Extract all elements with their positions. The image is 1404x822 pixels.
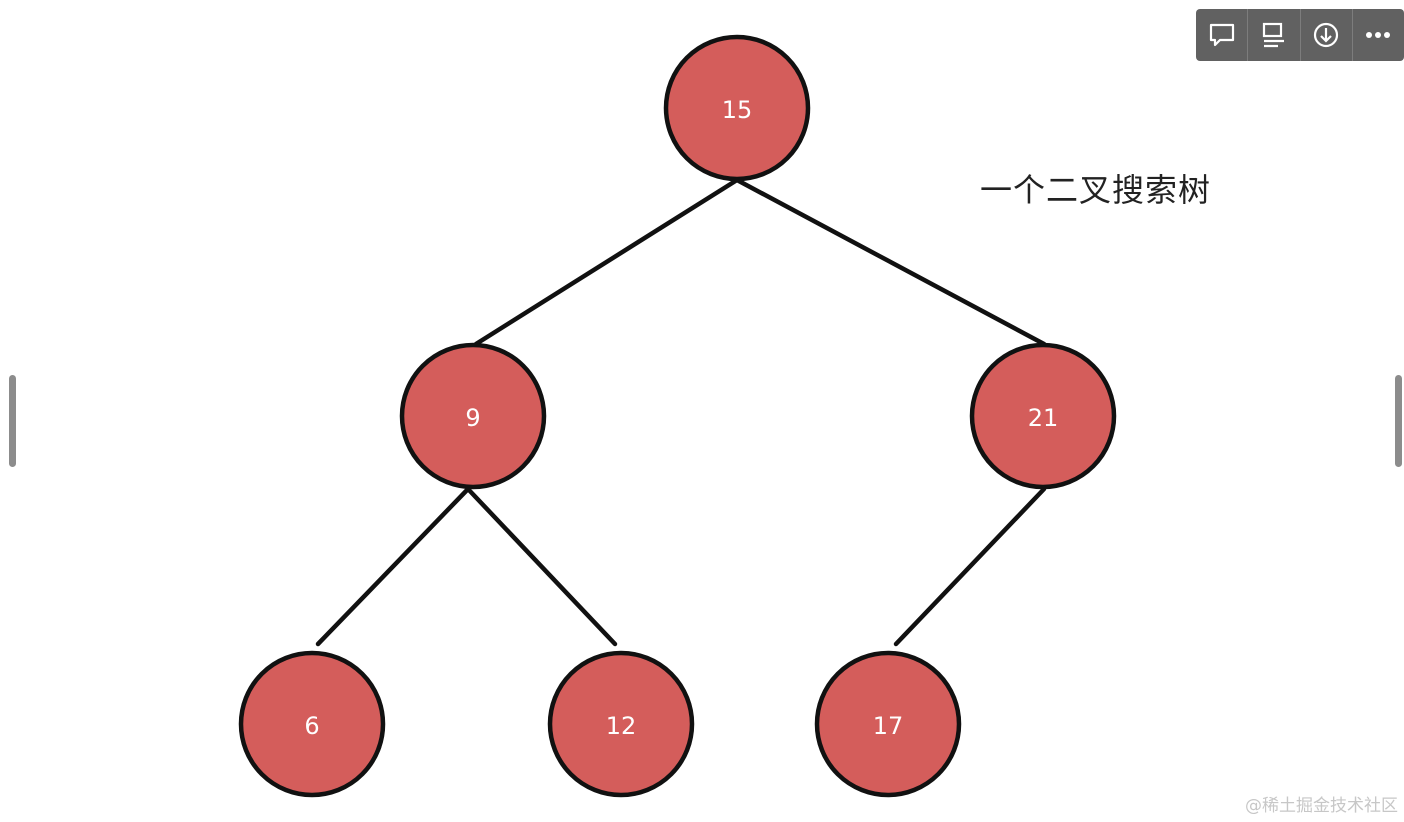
- watermark: @稀土掘金技术社区: [1245, 796, 1398, 816]
- tree-node-left-left: 6: [238, 650, 386, 798]
- node-label-left: 9: [465, 404, 480, 432]
- more-button[interactable]: [1353, 9, 1404, 61]
- download-button[interactable]: [1301, 9, 1353, 61]
- edge-15-9: [473, 177, 740, 347]
- node-label-right: 21: [1028, 404, 1059, 432]
- download-icon: [1314, 22, 1339, 48]
- edge-9-12: [465, 486, 618, 647]
- node-circle-left-left: [238, 650, 386, 798]
- layout-icon: [1262, 22, 1284, 48]
- node-circle-left: [399, 342, 547, 490]
- image-toolbar: [1196, 9, 1404, 61]
- node-label-right-left: 17: [873, 712, 904, 740]
- edge-9-6: [315, 486, 471, 647]
- right-resize-handle[interactable]: [1395, 375, 1402, 467]
- tree-node-left-right: 12: [547, 650, 695, 798]
- edge-21-17: [893, 486, 1047, 647]
- node-label-left-left: 6: [304, 712, 319, 740]
- edge-15-21: [734, 177, 1047, 347]
- tree-node-right: 21: [969, 342, 1117, 490]
- node-circle-root: [663, 34, 811, 182]
- tree-node-root: 15: [663, 34, 811, 182]
- tree-node-left: 9: [399, 342, 547, 490]
- node-circle-right: [969, 342, 1117, 490]
- node-circle-right-left: [814, 650, 962, 798]
- layout-button[interactable]: [1248, 9, 1301, 61]
- diagram-caption: 一个二叉搜索树: [980, 171, 1212, 209]
- more-icon: [1366, 32, 1391, 38]
- comment-icon: [1209, 23, 1234, 47]
- tree-node-right-left: 17: [814, 650, 962, 798]
- node-circle-left-right: [547, 650, 695, 798]
- left-resize-handle[interactable]: [9, 375, 16, 467]
- comment-button[interactable]: [1196, 9, 1249, 61]
- node-label-root: 15: [722, 96, 753, 124]
- node-label-left-right: 12: [606, 712, 637, 740]
